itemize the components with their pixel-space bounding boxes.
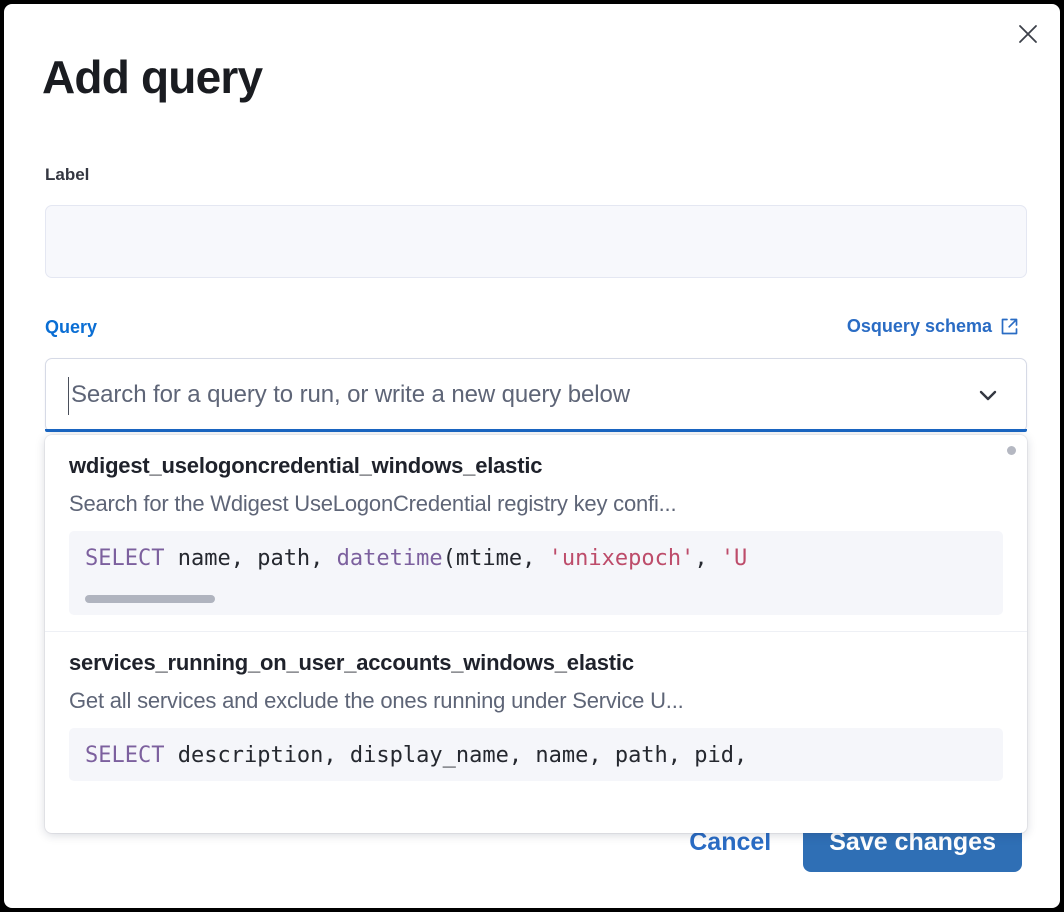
- query-combobox-placeholder: Search for a query to run, or write a ne…: [71, 381, 630, 408]
- list-item-title: services_running_on_user_accounts_window…: [69, 649, 634, 675]
- list-item[interactable]: services_running_on_user_accounts_window…: [45, 632, 1027, 798]
- query-section-label: Query: [45, 317, 98, 337]
- label-field-label: Label: [45, 165, 90, 184]
- external-link-icon: [1000, 317, 1019, 336]
- chevron-down-icon[interactable]: [974, 359, 1002, 431]
- code-scrollbar-thumb[interactable]: [85, 594, 215, 603]
- sql-code-line: SELECT description, display_name, name, …: [85, 742, 748, 768]
- osquery-schema-link-label: Osquery schema: [846, 316, 992, 336]
- add-query-modal: Add query Label Query Osquery schema Sea…: [4, 4, 1060, 908]
- popover-scrollbar-thumb[interactable]: [1007, 446, 1016, 455]
- list-item-description: Get all services and exclude the ones ru…: [69, 687, 684, 713]
- page-title: Add query: [42, 51, 263, 103]
- close-button[interactable]: [1010, 16, 1046, 52]
- list-item-code-block: SELECT name, path, datetime(mtime, 'unix…: [69, 531, 1003, 615]
- sql-code-line: SELECT name, path, datetime(mtime, 'unix…: [85, 546, 748, 571]
- query-combobox[interactable]: Search for a query to run, or write a ne…: [45, 358, 1027, 432]
- label-input[interactable]: [45, 205, 1027, 278]
- query-suggestions-popover: wdigest_uselogoncredential_windows_elast…: [45, 435, 1027, 833]
- list-item-code-block: SELECT description, display_name, name, …: [69, 727, 1003, 781]
- list-item-title: wdigest_uselogoncredential_windows_elast…: [69, 453, 543, 478]
- list-item-description: Search for the Wdigest UseLogonCredentia…: [69, 491, 677, 516]
- osquery-schema-link[interactable]: Osquery schema: [847, 316, 1019, 337]
- query-suggestions-list: wdigest_uselogoncredential_windows_elast…: [45, 435, 1027, 833]
- text-caret: [68, 377, 69, 415]
- list-item[interactable]: wdigest_uselogoncredential_windows_elast…: [45, 435, 1027, 632]
- combobox-focus-underline: [45, 429, 1027, 432]
- code-horizontal-scrollbar[interactable]: [85, 594, 987, 603]
- close-icon: [1017, 23, 1039, 45]
